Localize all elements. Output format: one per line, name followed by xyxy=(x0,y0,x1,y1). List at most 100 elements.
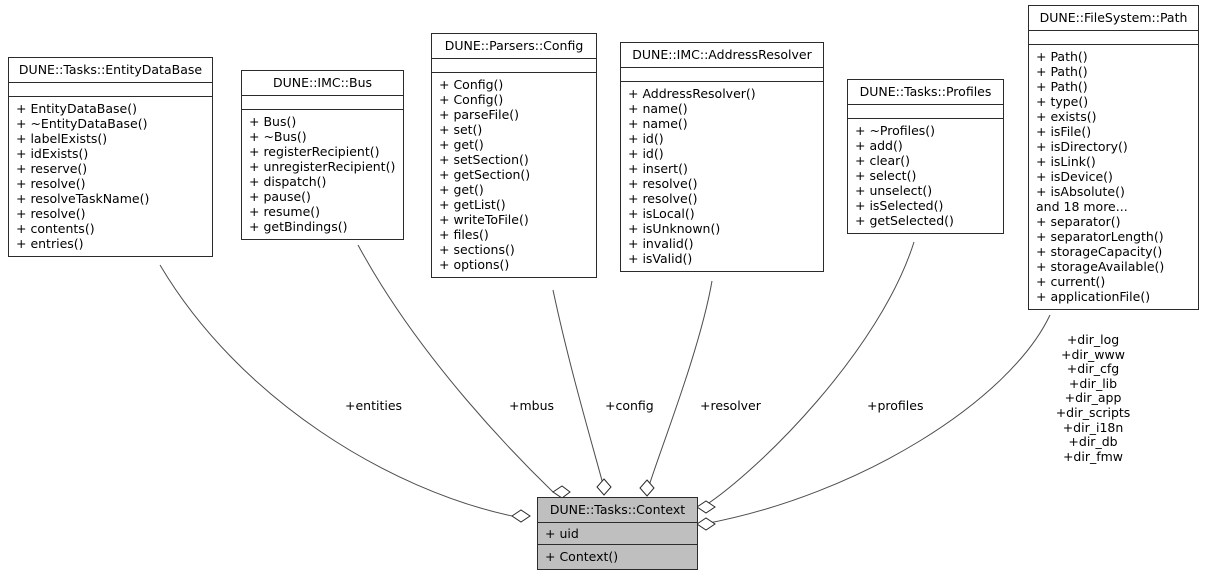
class-operation: + separator() xyxy=(1036,214,1121,229)
class-operation: + isDirectory() xyxy=(1036,139,1128,154)
class-operation: + getBindings() xyxy=(249,219,348,234)
class-operation: + isDevice() xyxy=(1036,169,1113,184)
class-operation: + files() xyxy=(439,227,489,242)
class-box-config[interactable]: DUNE::Parsers::Config + Config() + Confi… xyxy=(431,33,597,278)
class-attributes xyxy=(1029,31,1198,45)
edge-label-dir-line: +dir_lib xyxy=(1068,375,1118,391)
class-operation: + separatorLength() xyxy=(1036,229,1164,244)
edge-label-mbus: +mbus xyxy=(509,398,555,413)
class-operation: + get() xyxy=(439,182,484,197)
class-operation: + EntityDataBase() xyxy=(16,101,137,116)
edge-dirs xyxy=(703,314,1051,525)
class-operations: + Bus() + ~Bus() + registerRecipient() +… xyxy=(242,110,403,239)
class-operation: + getSection() xyxy=(439,167,531,182)
class-operation: + invalid() xyxy=(628,236,694,251)
class-operation: + labelExists() xyxy=(16,131,108,146)
class-operation: + isLink() xyxy=(1036,154,1096,169)
class-title: DUNE::Parsers::Config xyxy=(432,34,596,59)
class-operation: + writeToFile() xyxy=(439,212,529,227)
aggregation-diamond-config xyxy=(596,478,612,496)
class-operation: + AddressResolver() xyxy=(628,86,756,101)
class-operation: + name() xyxy=(628,116,688,131)
class-operation: + add() xyxy=(855,138,903,153)
class-operation: + setSection() xyxy=(439,152,529,167)
aggregation-diamond-entities xyxy=(511,509,531,523)
class-operation-more: and 18 more... xyxy=(1036,199,1128,214)
class-operation: + options() xyxy=(439,257,510,272)
edge-label-dir-line: +dir_cfg xyxy=(1066,361,1120,377)
class-operation: + resolve() xyxy=(628,191,698,206)
edge-label-dirs: +dir_log +dir_www +dir_cfg +dir_lib +dir… xyxy=(1038,332,1148,464)
aggregation-diamond-dirs xyxy=(696,517,716,531)
class-operation: + getList() xyxy=(439,197,506,212)
class-operation: + resolve() xyxy=(16,206,86,221)
edge-label-dir-line: +dir_scripts xyxy=(1055,404,1131,420)
class-operation: + get() xyxy=(439,137,484,152)
edge-label-dir-line: +dir_app xyxy=(1064,390,1122,406)
class-box-path[interactable]: DUNE::FileSystem::Path + Path() + Path()… xyxy=(1028,5,1199,310)
class-attributes xyxy=(621,68,823,82)
class-box-addressresolver[interactable]: DUNE::IMC::AddressResolver + AddressReso… xyxy=(620,42,824,272)
class-title: DUNE::IMC::Bus xyxy=(242,71,403,96)
class-operation: + Context() xyxy=(545,549,619,564)
class-operation: + set() xyxy=(439,122,483,137)
edge-label-resolver: +resolver xyxy=(700,398,761,413)
class-operation: + exists() xyxy=(1036,109,1097,124)
edge-mbus xyxy=(357,244,554,493)
class-operation: + parseFile() xyxy=(439,107,520,122)
edge-entities xyxy=(159,264,513,517)
class-operation: + id() xyxy=(628,146,664,161)
class-operation: + ~Profiles() xyxy=(855,123,936,138)
class-operation: + getSelected() xyxy=(855,213,954,228)
class-title: DUNE::Tasks::Profiles xyxy=(848,80,1003,105)
edge-resolver xyxy=(647,280,713,490)
class-attribute: + uid xyxy=(545,526,579,541)
class-operation: + isSelected() xyxy=(855,198,944,213)
class-box-entitydatabase[interactable]: DUNE::Tasks::EntityDataBase + EntityData… xyxy=(8,57,213,257)
class-operation: + registerRecipient() xyxy=(249,144,380,159)
class-operation: + name() xyxy=(628,101,688,116)
class-operation: + contents() xyxy=(16,221,95,236)
class-operation: + unselect() xyxy=(855,183,933,198)
class-title: DUNE::FileSystem::Path xyxy=(1029,6,1198,31)
class-attributes xyxy=(9,83,212,97)
edge-label-dir-line: +dir_www xyxy=(1061,346,1125,362)
class-title: DUNE::IMC::AddressResolver xyxy=(621,43,823,68)
class-box-context[interactable]: DUNE::Tasks::Context + uid + Context() xyxy=(537,497,698,570)
class-operation: + current() xyxy=(1036,274,1106,289)
class-operation: + idExists() xyxy=(16,146,89,161)
aggregation-diamond-profiles xyxy=(696,500,716,514)
class-operations: + EntityDataBase() + ~EntityDataBase() +… xyxy=(9,97,212,256)
edge-label-config: +config xyxy=(605,398,654,413)
class-attributes xyxy=(242,96,403,110)
edge-label-dir-line: +dir_i18n xyxy=(1062,419,1124,435)
class-operation: + isFile() xyxy=(1036,124,1092,139)
class-operation: + resume() xyxy=(249,204,321,219)
class-operation: + resolve() xyxy=(628,176,698,191)
class-operation: + storageCapacity() xyxy=(1036,244,1163,259)
class-operation: + Config() xyxy=(439,92,504,107)
class-title: DUNE::Tasks::Context xyxy=(538,498,697,523)
aggregation-diamond-resolver xyxy=(639,479,655,497)
class-operations: + Context() xyxy=(538,545,697,569)
class-box-bus[interactable]: DUNE::IMC::Bus + Bus() + ~Bus() + regist… xyxy=(241,70,404,240)
class-operation: + Path() xyxy=(1036,49,1088,64)
class-operation: + isUnknown() xyxy=(628,221,721,236)
class-operations: + Path() + Path() + Path() + type() + ex… xyxy=(1029,45,1198,309)
class-operation: + reserve() xyxy=(16,161,88,176)
edge-label-entities: +entities xyxy=(345,398,403,413)
edge-label-dir-line: +dir_log xyxy=(1066,332,1120,347)
class-operation: + id() xyxy=(628,131,664,146)
class-box-profiles[interactable]: DUNE::Tasks::Profiles + ~Profiles() + ad… xyxy=(847,79,1004,234)
edge-label-profiles: +profiles xyxy=(867,398,924,413)
class-operation: + unregisterRecipient() xyxy=(249,159,396,174)
class-operation: + storageAvailable() xyxy=(1036,259,1165,274)
edge-label-dir-line: +dir_fmw xyxy=(1062,448,1124,464)
class-attributes xyxy=(848,105,1003,119)
edge-config xyxy=(552,289,605,489)
class-operation: + Config() xyxy=(439,77,504,92)
class-title: DUNE::Tasks::EntityDataBase xyxy=(9,58,212,83)
class-operation: + isLocal() xyxy=(628,206,695,221)
class-operations: + ~Profiles() + add() + clear() + select… xyxy=(848,119,1003,233)
